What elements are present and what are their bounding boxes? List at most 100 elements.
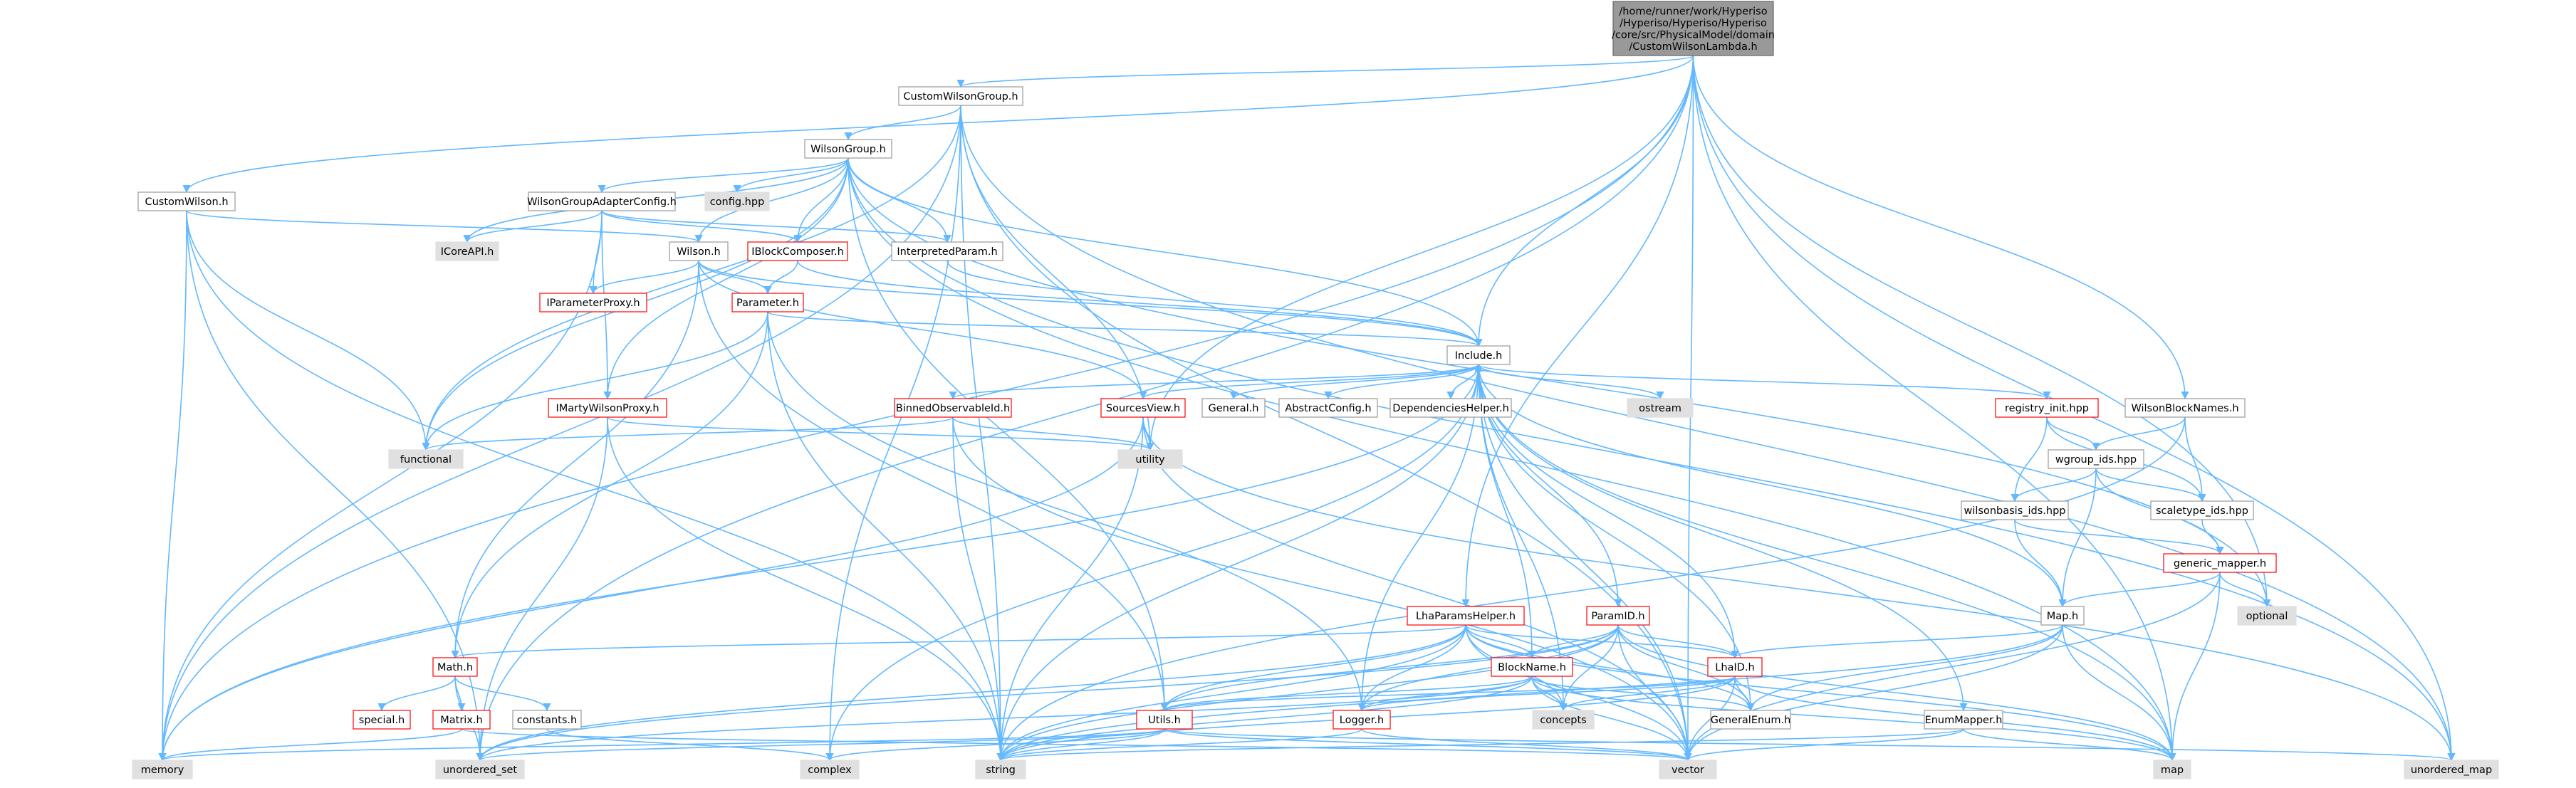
edge-wilson-to-srcv <box>698 260 1147 400</box>
node-interp[interactable]: InterpretedParam.h <box>891 241 1003 261</box>
node-root[interactable]: /home/runner/work/Hyperiso/Hyperiso/Hype… <box>1612 1 1775 56</box>
node-stids[interactable]: scaletype_ids.hpp <box>2150 500 2254 520</box>
node-box <box>548 398 667 418</box>
node-special[interactable]: special.h <box>353 710 411 730</box>
node-param[interactable]: Parameter.h <box>731 293 804 312</box>
node-reginit[interactable]: registry_init.hpp <box>1995 398 2099 418</box>
node-wgids[interactable]: wgroup_ids.hpp <box>2048 449 2144 469</box>
edge-imwp-to-utility <box>607 416 1154 451</box>
edge-wbids-to-map <box>2014 519 2067 608</box>
node-box <box>975 760 1026 779</box>
edge-wilson-to-inc <box>698 260 1483 347</box>
edge-param-to-math <box>451 311 768 659</box>
node-bname[interactable]: BlockName.h <box>1491 657 1573 677</box>
edge-inc-to-srcv <box>1139 364 1479 400</box>
node-label: unordered_set <box>443 765 518 776</box>
edge-utils-to-umap <box>1164 728 2455 762</box>
node-general[interactable]: General.h <box>1201 398 1266 418</box>
node-wbn[interactable]: WilsonBlockNames.h <box>2124 398 2246 418</box>
node-box <box>747 241 848 261</box>
node-label: functional <box>400 454 452 466</box>
node-label: registry_init.hpp <box>2005 403 2089 414</box>
edge-lhaid-to-concepts <box>1559 676 1736 712</box>
node-box <box>1100 398 1186 418</box>
node-box <box>435 241 499 261</box>
edge-pid-to-concepts <box>1559 624 1619 712</box>
node-pid[interactable]: ParamID.h <box>1586 606 1650 626</box>
edge-wgids-to-map <box>2058 468 2097 608</box>
node-enummap[interactable]: EnumMapper.h <box>1924 710 2003 730</box>
node-label: InterpretedParam.h <box>897 246 997 258</box>
node-bobs[interactable]: BinnedObservableId.h <box>894 398 1012 418</box>
node-lhaid[interactable]: LhaID.h <box>1707 657 1763 677</box>
edge-matrix-to-vector <box>461 728 1691 762</box>
edge-wbn-to-wgids <box>2092 416 2186 451</box>
node-label: Map.h <box>2047 611 2078 622</box>
node-srcv[interactable]: SourcesView.h <box>1100 398 1186 418</box>
node-functional: functional <box>388 449 464 469</box>
edge-lha-to-stdmap <box>1465 624 2176 762</box>
edge-root-to-uset <box>476 55 1694 762</box>
node-box <box>1491 657 1573 677</box>
node-label: string <box>986 765 1016 776</box>
node-box <box>1333 710 1391 730</box>
node-consts[interactable]: constants.h <box>512 710 582 730</box>
node-label: memory <box>141 765 184 776</box>
node-box <box>1586 606 1650 626</box>
node-imwp[interactable]: IMartyWilsonProxy.h <box>548 398 667 418</box>
edge-lhaid-to-utils <box>1160 676 1736 712</box>
node-label: GeneralEnum.h <box>1711 715 1791 726</box>
edge-ibc-to-param <box>763 260 798 295</box>
node-matrix[interactable]: Matrix.h <box>432 710 491 730</box>
node-dephelp[interactable]: DependenciesHelper.h <box>1389 398 1512 418</box>
node-label: wgroup_ids.hpp <box>2055 454 2137 466</box>
node-ibc[interactable]: IBlockComposer.h <box>747 241 848 261</box>
edge-wgac-to-interp <box>601 210 951 243</box>
node-utility: utility <box>1117 449 1183 469</box>
node-math[interactable]: Math.h <box>432 657 478 677</box>
node-wg[interactable]: WilsonGroup.h <box>804 139 892 159</box>
edge-inc-to-complex <box>825 364 1479 762</box>
node-box <box>1278 398 1378 418</box>
edge-inc-to-ostream <box>1478 364 1664 400</box>
node-stdmap: map <box>2153 760 2191 779</box>
edge-genmap-to-optional <box>2219 572 2271 608</box>
edge-cwg-to-umap <box>960 105 2456 762</box>
node-box <box>1136 710 1193 730</box>
node-logger[interactable]: Logger.h <box>1333 710 1391 730</box>
node-utils[interactable]: Utils.h <box>1136 710 1193 730</box>
edge-wg-to-utils <box>848 157 1169 712</box>
edge-cw-to-wilson <box>186 210 703 243</box>
node-label: IBlockComposer.h <box>751 246 844 258</box>
node-lha[interactable]: LhaParamsHelper.h <box>1407 606 1525 626</box>
node-cw[interactable]: CustomWilson.h <box>137 191 236 211</box>
node-inc[interactable]: Include.h <box>1446 345 1511 365</box>
edge-param-to-string <box>767 311 1005 762</box>
edge-imwp-to-uset <box>476 416 608 762</box>
edge-wbn-to-string <box>996 416 2186 762</box>
node-ipp[interactable]: IParameterProxy.h <box>539 293 647 312</box>
node-wgac[interactable]: WilsonGroupAdapterConfig.h <box>527 191 677 211</box>
node-label: BlockName.h <box>1498 662 1566 673</box>
node-cwg[interactable]: CustomWilsonGroup.h <box>898 86 1023 106</box>
node-box <box>731 293 804 312</box>
node-label: map <box>2161 765 2184 776</box>
node-genmap[interactable]: generic_mapper.h <box>2163 553 2277 573</box>
node-box <box>1924 710 2003 730</box>
edge-lha-to-string <box>996 624 1466 762</box>
node-abscfg[interactable]: AbstractConfig.h <box>1278 398 1378 418</box>
node-label: ICoreAPI.h <box>441 246 494 258</box>
node-wbids[interactable]: wilsonbasis_ids.hpp <box>1961 500 2069 520</box>
node-box <box>2163 553 2277 573</box>
edge-inc-to-abscfg <box>1324 364 1479 400</box>
node-wilson[interactable]: Wilson.h <box>669 241 729 261</box>
node-label: IParameterProxy.h <box>546 298 640 309</box>
edge-map-to-stdmap <box>2062 624 2176 762</box>
node-box <box>1707 657 1763 677</box>
node-label: vector <box>1672 765 1704 776</box>
edge-genmap-to-stdmap <box>2168 572 2221 762</box>
node-map[interactable]: Map.h <box>2040 606 2085 626</box>
edge-cwg-to-wg <box>844 105 961 141</box>
edge-utils-to-memory <box>159 728 1165 762</box>
node-genenum[interactable]: GeneralEnum.h <box>1710 710 1791 730</box>
